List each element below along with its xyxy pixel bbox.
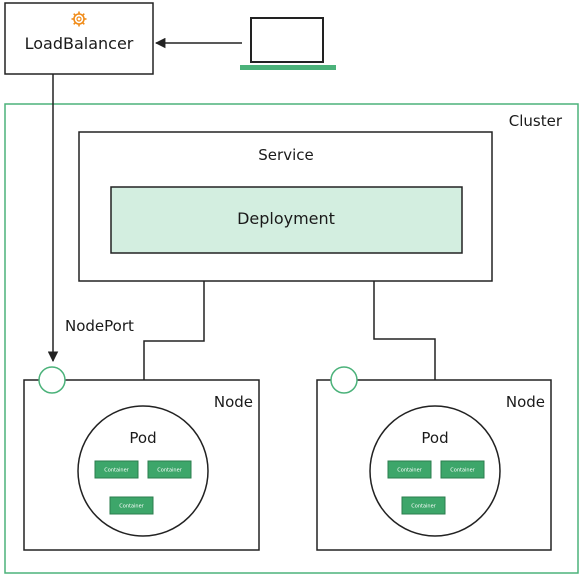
svg-text:Container: Container [411, 504, 436, 510]
nodeport-2 [330, 366, 358, 394]
svg-text:Container: Container [104, 468, 129, 474]
pod-2: Pod Container Container Container [369, 405, 501, 537]
nodeport-1 [38, 366, 66, 394]
node-2-label: Node [506, 393, 545, 411]
service-label: Service [258, 146, 313, 164]
container-1-1: Container [94, 460, 139, 479]
svg-text:Container: Container [397, 468, 422, 474]
container-1-3: Container [109, 496, 154, 515]
gear-icon [71, 11, 87, 27]
pod-1: Pod Container Container Container [77, 405, 209, 537]
node-1: Node Pod Container Container Container [23, 366, 260, 551]
container-1-2: Container [147, 460, 192, 479]
laptop-icon [240, 17, 336, 70]
svg-text:Container: Container [157, 468, 182, 474]
container-2-3: Container [401, 496, 446, 515]
node-1-label: Node [214, 393, 253, 411]
cluster-label: Cluster [509, 112, 563, 130]
node-2: Node Pod Container Container Container [316, 366, 552, 551]
load-balancer: LoadBalancer [4, 2, 154, 75]
container-2-1: Container [387, 460, 432, 479]
container-2-2: Container [440, 460, 485, 479]
svg-text:Container: Container [450, 468, 475, 474]
deployment: Deployment [110, 186, 463, 254]
nodeport-label: NodePort [65, 317, 134, 335]
deployment-label: Deployment [237, 209, 335, 228]
load-balancer-label: LoadBalancer [25, 34, 134, 53]
pod-1-label: Pod [129, 429, 156, 447]
cluster: Cluster [4, 103, 579, 574]
pod-2-label: Pod [421, 429, 448, 447]
service-to-pod1-arrow [138, 281, 205, 407]
svg-text:Container: Container [119, 504, 144, 510]
service-to-pod2-arrow [373, 281, 441, 407]
